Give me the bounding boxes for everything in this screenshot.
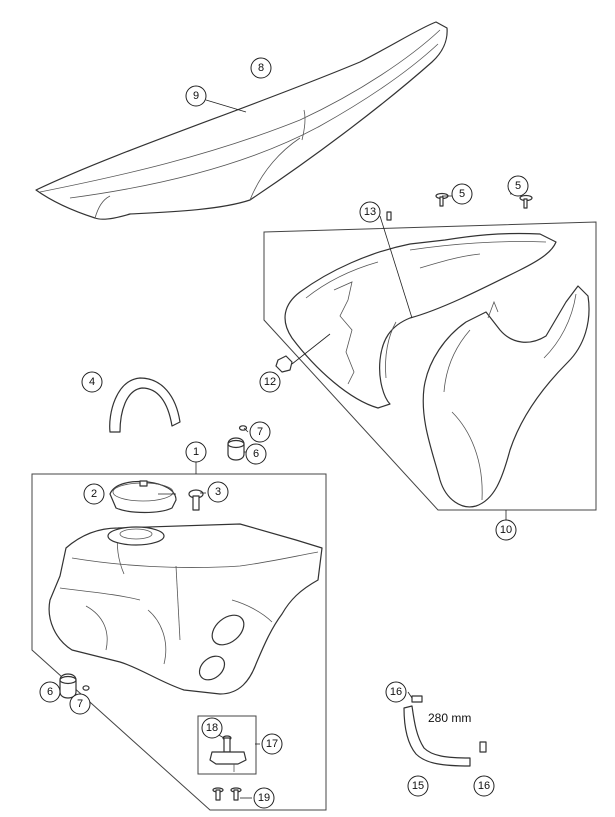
svg-text:5: 5 bbox=[459, 188, 465, 200]
side-covers-frame bbox=[263, 221, 597, 511]
svg-text:16: 16 bbox=[478, 780, 490, 792]
fuel-tap bbox=[209, 735, 247, 772]
svg-text:7: 7 bbox=[257, 426, 263, 438]
callout-5-left: 5 bbox=[451, 183, 473, 205]
svg-text:10: 10 bbox=[500, 524, 512, 536]
svg-text:2: 2 bbox=[91, 488, 97, 500]
fastener-5a bbox=[435, 192, 449, 207]
callout-5-right: 5 bbox=[507, 175, 529, 197]
callout-13: 13 bbox=[359, 201, 381, 223]
fuel-hose bbox=[403, 705, 471, 767]
svg-text:1: 1 bbox=[193, 446, 199, 458]
callout-6-lower: 6 bbox=[39, 681, 61, 703]
callout-6-upper: 6 bbox=[245, 443, 267, 465]
callout-4: 4 bbox=[81, 371, 103, 393]
callout-2: 2 bbox=[83, 483, 105, 505]
svg-text:7: 7 bbox=[77, 698, 83, 710]
callout-18: 18 bbox=[201, 717, 223, 739]
callout-9: 9 bbox=[185, 85, 207, 107]
fastener-5b bbox=[519, 194, 533, 209]
screw-13 bbox=[386, 211, 392, 221]
svg-text:9: 9 bbox=[193, 90, 199, 102]
hose-length-dimension: 280 mm bbox=[428, 711, 471, 725]
right-side-cover bbox=[422, 285, 590, 508]
washer-lower bbox=[82, 685, 90, 691]
fuel-tank-frame bbox=[31, 473, 327, 811]
fuel-tank bbox=[48, 523, 323, 695]
svg-text:13: 13 bbox=[364, 206, 376, 218]
svg-text:6: 6 bbox=[253, 448, 259, 460]
svg-text:17: 17 bbox=[266, 738, 278, 750]
callout-3: 3 bbox=[207, 481, 229, 503]
svg-text:5: 5 bbox=[515, 180, 521, 192]
callout-7-upper: 7 bbox=[249, 421, 271, 443]
svg-text:18: 18 bbox=[206, 722, 218, 734]
callout-12: 12 bbox=[259, 371, 281, 393]
screw-19a bbox=[212, 787, 224, 801]
svg-text:19: 19 bbox=[258, 792, 270, 804]
callout-19: 19 bbox=[253, 787, 275, 809]
callout-7-lower: 7 bbox=[69, 693, 91, 715]
callout-8: 8 bbox=[250, 57, 272, 79]
svg-text:3: 3 bbox=[215, 486, 221, 498]
svg-text:15: 15 bbox=[412, 780, 424, 792]
bushing-lower bbox=[59, 673, 77, 699]
svg-text:12: 12 bbox=[264, 376, 276, 388]
callout-1: 1 bbox=[185, 441, 207, 463]
fuel-cap bbox=[109, 480, 177, 514]
callout-16-upper: 16 bbox=[385, 681, 407, 703]
filler-neck bbox=[107, 526, 165, 546]
callout-16-lower: 16 bbox=[473, 775, 495, 797]
bushing-upper bbox=[227, 437, 245, 461]
screw-19b bbox=[230, 787, 242, 801]
fuel-tap-frame bbox=[197, 715, 257, 775]
svg-text:4: 4 bbox=[89, 376, 95, 388]
svg-text:16: 16 bbox=[390, 686, 402, 698]
breather-screw bbox=[188, 489, 204, 511]
seat bbox=[35, 21, 448, 220]
callout-17: 17 bbox=[261, 733, 283, 755]
nut-12 bbox=[275, 355, 293, 373]
svg-text:6: 6 bbox=[47, 686, 53, 698]
left-side-cover bbox=[284, 232, 557, 409]
hose-clamp-a bbox=[411, 695, 423, 703]
callout-15: 15 bbox=[407, 775, 429, 797]
callout-10: 10 bbox=[495, 519, 517, 541]
hose-clamp-b bbox=[479, 741, 487, 753]
breather-hose bbox=[109, 377, 181, 433]
svg-text:8: 8 bbox=[258, 62, 264, 74]
